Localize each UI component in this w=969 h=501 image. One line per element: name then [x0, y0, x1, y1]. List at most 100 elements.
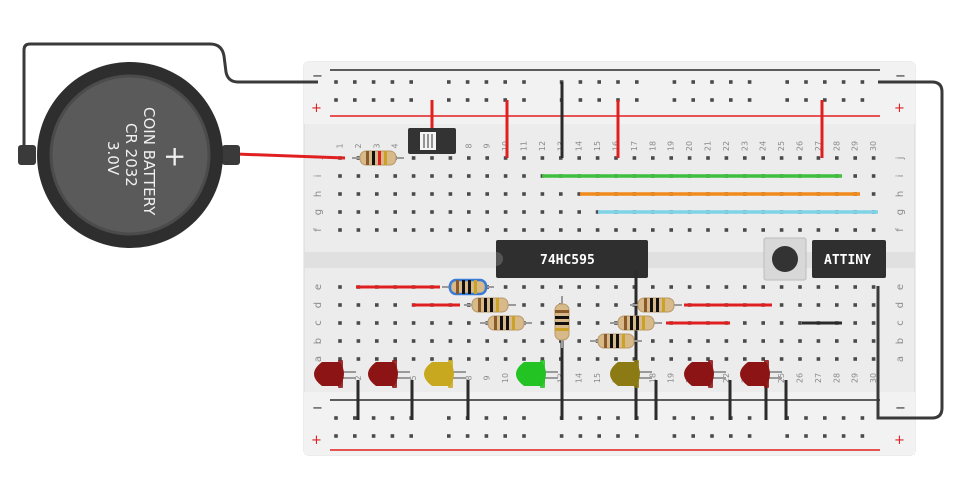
- hole: [411, 156, 416, 160]
- hole: [577, 285, 581, 289]
- hole: [485, 156, 489, 160]
- hole: [779, 357, 784, 361]
- hole: [853, 228, 857, 232]
- hole: [503, 285, 508, 289]
- hole: [522, 339, 526, 343]
- hole: [779, 303, 784, 307]
- power-rail-top: [304, 62, 915, 124]
- rail-sign-bottom-minus-left: −: [312, 401, 323, 416]
- pushbutton[interactable]: [763, 237, 807, 281]
- column-label-top: 27: [814, 141, 823, 151]
- battery-label-line2: CR 2032: [122, 123, 140, 187]
- hole: [485, 228, 489, 232]
- hole: [448, 192, 453, 196]
- column-label-top: 9: [483, 143, 492, 148]
- resistor: [442, 278, 494, 296]
- coin-battery: COIN BATTERY CR 2032 3.0V +: [18, 62, 240, 248]
- hole: [393, 228, 397, 232]
- hole: [835, 357, 839, 361]
- hole: [632, 228, 637, 232]
- rail-hole: [353, 416, 357, 420]
- resistors: [352, 150, 682, 349]
- hole: [743, 285, 747, 289]
- rail-hole: [353, 98, 357, 102]
- rail-hole: [841, 434, 846, 438]
- column-label-bottom: 28: [832, 373, 841, 383]
- row-label: i: [895, 175, 906, 178]
- hole: [540, 357, 545, 361]
- column-label-bottom: 19: [667, 373, 676, 383]
- hole: [761, 285, 765, 289]
- ic-attiny-label: ATTINY: [824, 253, 871, 268]
- row-label: d: [313, 302, 324, 308]
- rail-hole: [785, 80, 789, 84]
- rail-hole: [447, 98, 451, 102]
- column-label-bottom: 26: [796, 373, 805, 383]
- hole: [356, 321, 361, 325]
- rail-sign-top-plus-left: +: [311, 101, 322, 116]
- hole: [338, 228, 342, 232]
- hole: [522, 357, 526, 361]
- hole: [522, 156, 526, 160]
- column-label-bottom: 5: [409, 375, 418, 380]
- led-red: [314, 360, 356, 388]
- hole: [467, 321, 471, 325]
- hole: [669, 228, 673, 232]
- hole: [798, 357, 802, 361]
- rail-sign-bottom-plus-right: +: [894, 433, 905, 448]
- slide-switch[interactable]: [408, 128, 456, 154]
- hole: [448, 357, 453, 361]
- rail-sign-top-plus-right: +: [894, 101, 905, 116]
- hole: [522, 210, 526, 214]
- hole: [393, 174, 397, 178]
- hole: [761, 156, 765, 160]
- hole: [356, 339, 361, 343]
- hole: [522, 192, 526, 196]
- hole: [467, 210, 471, 214]
- hole: [816, 339, 821, 343]
- hole: [871, 156, 876, 160]
- rail-hole: [522, 98, 526, 102]
- hole: [577, 321, 581, 325]
- rail-hole: [559, 434, 564, 438]
- hole: [559, 192, 563, 196]
- hole: [485, 210, 489, 214]
- rail-hole: [804, 98, 808, 102]
- hole: [743, 156, 747, 160]
- column-label-bottom: 27: [814, 373, 823, 383]
- row-label: a: [895, 356, 906, 362]
- hole: [743, 321, 747, 325]
- column-label-top: 18: [648, 141, 657, 151]
- hole: [540, 228, 545, 232]
- hole: [503, 228, 508, 232]
- hole: [853, 321, 857, 325]
- column-label-top: 26: [796, 141, 805, 151]
- hole: [761, 339, 765, 343]
- led-red: [368, 360, 410, 388]
- hole: [761, 321, 765, 325]
- hole: [687, 156, 692, 160]
- wire-right-ground: [876, 80, 944, 420]
- hole: [871, 192, 876, 196]
- hole: [835, 156, 839, 160]
- hole: [540, 192, 545, 196]
- hole: [595, 156, 600, 160]
- rail-hole: [616, 434, 620, 438]
- resistor: [480, 315, 532, 331]
- hole: [798, 156, 802, 160]
- column-label-top: 30: [869, 141, 878, 151]
- hole: [356, 303, 361, 307]
- hole: [706, 228, 710, 232]
- resistor: [352, 150, 404, 166]
- rail-hole: [841, 98, 846, 102]
- hole: [706, 156, 710, 160]
- column-label-bottom: 10: [501, 373, 510, 383]
- hole: [614, 357, 618, 361]
- hole: [595, 303, 600, 307]
- hole: [779, 285, 784, 289]
- column-label-top: 22: [722, 141, 731, 151]
- rail-hole: [804, 434, 808, 438]
- column-label-bottom: 2: [354, 375, 363, 380]
- hole: [595, 285, 600, 289]
